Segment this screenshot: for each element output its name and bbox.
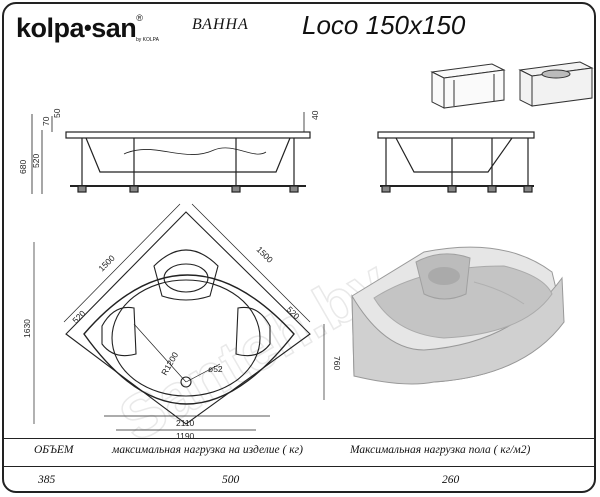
value-max-product-load: 500 [222,474,240,486]
brand-name-part-1: kolpa [16,13,85,43]
brand-separator: • [84,15,92,40]
dim-height-total: 680 [18,160,28,174]
dim-diagonal-520-left: 520 [70,308,87,325]
product-category: ВАННА [192,16,249,33]
spec-sheet: kolpa•san® by KOLPA ВАННА Loco 150x150 S… [2,2,596,493]
brand-subline: by KOLPA [136,37,159,43]
dim-drain: ø52 [208,364,223,374]
brand-logo: kolpa•san® [16,13,143,44]
frame-thumbnail-right [518,61,594,107]
dim-rim-50: 50 [52,108,62,118]
dim-height-body: 520 [31,154,41,168]
front-elevation [31,112,311,194]
dim-side-1500-left: 1500 [96,253,117,274]
dim-width-2110: 2110 [176,418,195,428]
value-max-floor-load: 260 [442,474,460,486]
frame-thumbnail-left [430,63,506,109]
header-max-product-load: максимальная нагрузка на изделие ( кг) [112,444,303,456]
header-volume: ОБЪЕМ [34,444,74,456]
dim-side-1500-right: 1500 [255,244,276,265]
dim-width-1190: 1190 [176,431,195,441]
specs-value-row: 385 500 260 [4,474,594,491]
product-model-title: Loco 150x150 [302,10,466,40]
bathtub-render [351,246,565,385]
dim-span-760: 760 [332,356,342,370]
table-top-rule [4,438,594,439]
technical-drawing: Santeh.by 680 [18,61,594,456]
plan-view [33,203,325,431]
specs-header-row: ОБЪЕМ максимальная нагрузка на изделие (… [4,444,594,464]
header-max-floor-load: Максимальная нагрузка пола ( кг/м2) [350,444,531,456]
dim-rim-70: 70 [41,116,51,126]
side-elevation [377,131,535,193]
brand-name-part-2: san [91,13,137,43]
registered-mark: ® [136,13,143,23]
dim-span-1630: 1630 [22,319,32,338]
value-volume: 385 [38,474,56,486]
dim-rim-40: 40 [310,110,320,120]
table-mid-rule [4,466,594,467]
